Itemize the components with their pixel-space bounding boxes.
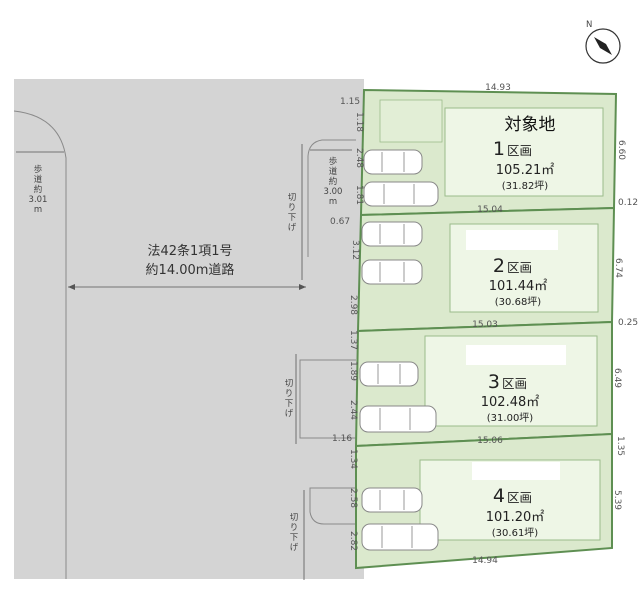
- lot-3-area: 102.48㎡: [481, 395, 540, 410]
- dim-left-1-34: 1.34: [348, 449, 358, 469]
- dim-bottom: 14.94: [472, 556, 498, 566]
- lot-4-suffix: 区画: [507, 490, 532, 505]
- dim-right-2: 6.74: [613, 258, 623, 278]
- lot-2-number: 2: [493, 255, 505, 277]
- lot-1-area: 105.21㎡: [496, 163, 555, 178]
- lot-4-number: 4: [493, 485, 505, 507]
- svg-text:り: り: [288, 203, 297, 213]
- dim-right-1: 6.60: [616, 140, 626, 160]
- dim-left-2-98: 2.98: [348, 295, 358, 315]
- lot-4-area: 101.20㎡: [486, 510, 545, 525]
- lot-3-tsubo: (31.00坪): [487, 411, 534, 424]
- car-4b: [361, 523, 439, 551]
- dim-left-2-44: 2.44: [348, 400, 358, 420]
- lot-1-suffix: 区画: [507, 143, 532, 158]
- sidewalk-right-l4: 3.00: [324, 187, 343, 197]
- house-1: [444, 107, 604, 197]
- sidewalk-left-l2: 道: [34, 174, 43, 185]
- lot-3-label-box: [466, 345, 566, 365]
- sidewalk-left-l1: 歩: [34, 164, 43, 175]
- dim-left-1-18: 1.18: [354, 112, 364, 132]
- svg-text:げ: げ: [290, 543, 299, 553]
- car-3a: [359, 361, 419, 387]
- car-4a: [361, 487, 423, 513]
- dim-left-1-81: 1.81: [354, 185, 364, 205]
- car-2a: [361, 221, 423, 247]
- road-label-line1: 法42条1項1号: [147, 243, 232, 259]
- sidewalk-left-l4: 3.01: [29, 195, 48, 205]
- sidewalk-line-left: [13, 110, 67, 579]
- lot-2-suffix: 区画: [507, 260, 532, 275]
- car-1b: [363, 181, 439, 207]
- sidewalk-right-l2: 道: [329, 166, 338, 177]
- dim-right-4: 5.39: [612, 490, 622, 510]
- dim-left-1-37: 1.37: [348, 330, 358, 350]
- road-width-arrow-left: [68, 284, 75, 290]
- lot-2-tsubo: (30.68坪): [495, 295, 542, 308]
- svg-text:下: 下: [285, 399, 294, 409]
- svg-text:げ: げ: [288, 223, 297, 233]
- lot-3-number: 3: [488, 371, 500, 393]
- lot-1-tsubo: (31.82坪): [502, 179, 549, 192]
- dim-right-small-2: 0.25: [618, 318, 638, 328]
- svg-text:切: 切: [285, 379, 294, 389]
- road-label-line2: 約14.00m道路: [146, 262, 235, 278]
- svg-text:り: り: [285, 389, 294, 399]
- dim-top: 14.93: [485, 83, 511, 93]
- sidewalk-left-l5: m: [34, 205, 42, 215]
- car-1a: [363, 149, 423, 175]
- lot-2-area: 101.44㎡: [489, 279, 548, 294]
- compass-north-letter: N: [586, 20, 592, 30]
- svg-text:切: 切: [288, 193, 297, 203]
- svg-text:げ: げ: [285, 409, 294, 419]
- road-area: [14, 79, 364, 579]
- sidewalk-right-l5: m: [329, 197, 337, 207]
- curb-line-upper: [307, 139, 356, 257]
- dim-left-1-16: 1.16: [332, 434, 352, 444]
- dim-left-1-89: 1.89: [348, 361, 358, 381]
- dim-boundary-2-3: 15.03: [472, 320, 498, 330]
- dim-left-2-58: 2.58: [348, 488, 358, 508]
- sidewalk-right-l3: 約: [329, 176, 338, 187]
- cut-label-1: 切 り 下 げ: [288, 193, 297, 233]
- dim-left-3-12: 3.12: [350, 240, 360, 260]
- dim-right-small-1: 0.12: [618, 198, 638, 208]
- curb-line-lower: [309, 487, 356, 525]
- dim-left-0-67: 0.67: [330, 217, 350, 227]
- road-width-arrow-right: [299, 284, 306, 290]
- target-label: 対象地: [505, 115, 556, 135]
- svg-text:下: 下: [290, 533, 299, 543]
- car-3b: [359, 405, 437, 433]
- cut-label-2: 切 り 下 げ: [285, 379, 294, 419]
- dim-boundary-1-2: 15.04: [477, 205, 503, 215]
- lot-1-number: 1: [493, 138, 505, 160]
- dim-boundary-3-4: 15.06: [477, 436, 503, 446]
- dim-left-1-15: 1.15: [340, 97, 360, 107]
- svg-text:下: 下: [288, 213, 297, 223]
- svg-text:り: り: [290, 523, 299, 533]
- lot-4-label-box: [472, 462, 560, 480]
- house-1-annex: [379, 99, 443, 143]
- svg-text:切: 切: [290, 513, 299, 523]
- dim-left-2-48: 2.48: [354, 148, 364, 168]
- dim-left-2-82: 2.82: [348, 531, 358, 551]
- car-2b: [361, 259, 423, 285]
- cut-label-3: 切 り 下 げ: [290, 513, 299, 553]
- sidewalk-left-l3: 約: [34, 184, 43, 195]
- lot-4-tsubo: (30.61坪): [492, 526, 539, 539]
- dim-right-3: 6.49: [612, 368, 622, 388]
- lot-2-label-box: [466, 230, 558, 250]
- lot-3-suffix: 区画: [502, 376, 527, 391]
- sidewalk-right-l1: 歩: [329, 156, 338, 167]
- curb-line-middle: [299, 359, 356, 439]
- dim-right-small-3: 1.35: [615, 436, 625, 456]
- compass: [585, 28, 621, 64]
